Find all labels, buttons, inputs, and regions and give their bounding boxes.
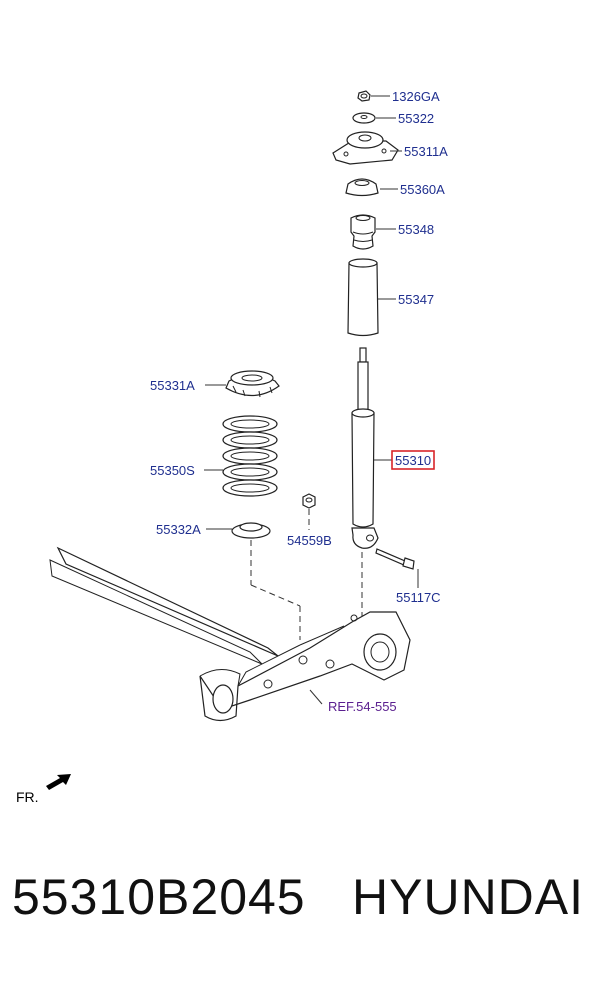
caption-bar: 55310B2045 HYUNDAI bbox=[0, 868, 600, 958]
label-55322: 55322 bbox=[398, 111, 434, 126]
label-55350S: 55350S bbox=[150, 463, 195, 478]
label-55331A: 55331A bbox=[150, 378, 195, 393]
highlight-box-55310 bbox=[391, 450, 435, 470]
part-55331A-spring-seat bbox=[225, 370, 280, 398]
label-front: FR. bbox=[16, 789, 39, 805]
label-ref: REF.54-555 bbox=[328, 699, 397, 714]
label-55332A: 55332A bbox=[156, 522, 201, 537]
part-55311A-top-mount bbox=[332, 131, 399, 165]
part-55348-bump-stopper bbox=[350, 214, 376, 250]
part-55350S-coil-spring bbox=[222, 415, 278, 497]
label-1326GA: 1326GA bbox=[392, 89, 440, 104]
part-55347-dust-cover bbox=[347, 258, 379, 337]
part-55332A-lower-pad bbox=[231, 522, 271, 539]
part-55117C-bolt bbox=[375, 548, 415, 570]
label-54559B: 54559B bbox=[287, 533, 332, 548]
caption-part-number: 55310B2045 bbox=[12, 869, 306, 925]
label-55117C: 55117C bbox=[396, 590, 441, 605]
label-55310: 55310 bbox=[395, 453, 431, 468]
part-55310-shock-absorber bbox=[351, 347, 379, 549]
part-55322-washer bbox=[352, 112, 376, 124]
caption-brand: HYUNDAI bbox=[352, 869, 585, 925]
label-55360A: 55360A bbox=[400, 182, 445, 197]
part-54559B-nut bbox=[302, 493, 316, 509]
front-direction-arrow-icon bbox=[46, 774, 71, 790]
part-1326GA-nut bbox=[357, 90, 371, 102]
rear-axle-beam bbox=[49, 546, 411, 722]
label-55348: 55348 bbox=[398, 222, 434, 237]
label-55311A: 55311A bbox=[404, 144, 448, 159]
part-55360A-cap bbox=[345, 178, 379, 197]
label-55347: 55347 bbox=[398, 292, 434, 307]
